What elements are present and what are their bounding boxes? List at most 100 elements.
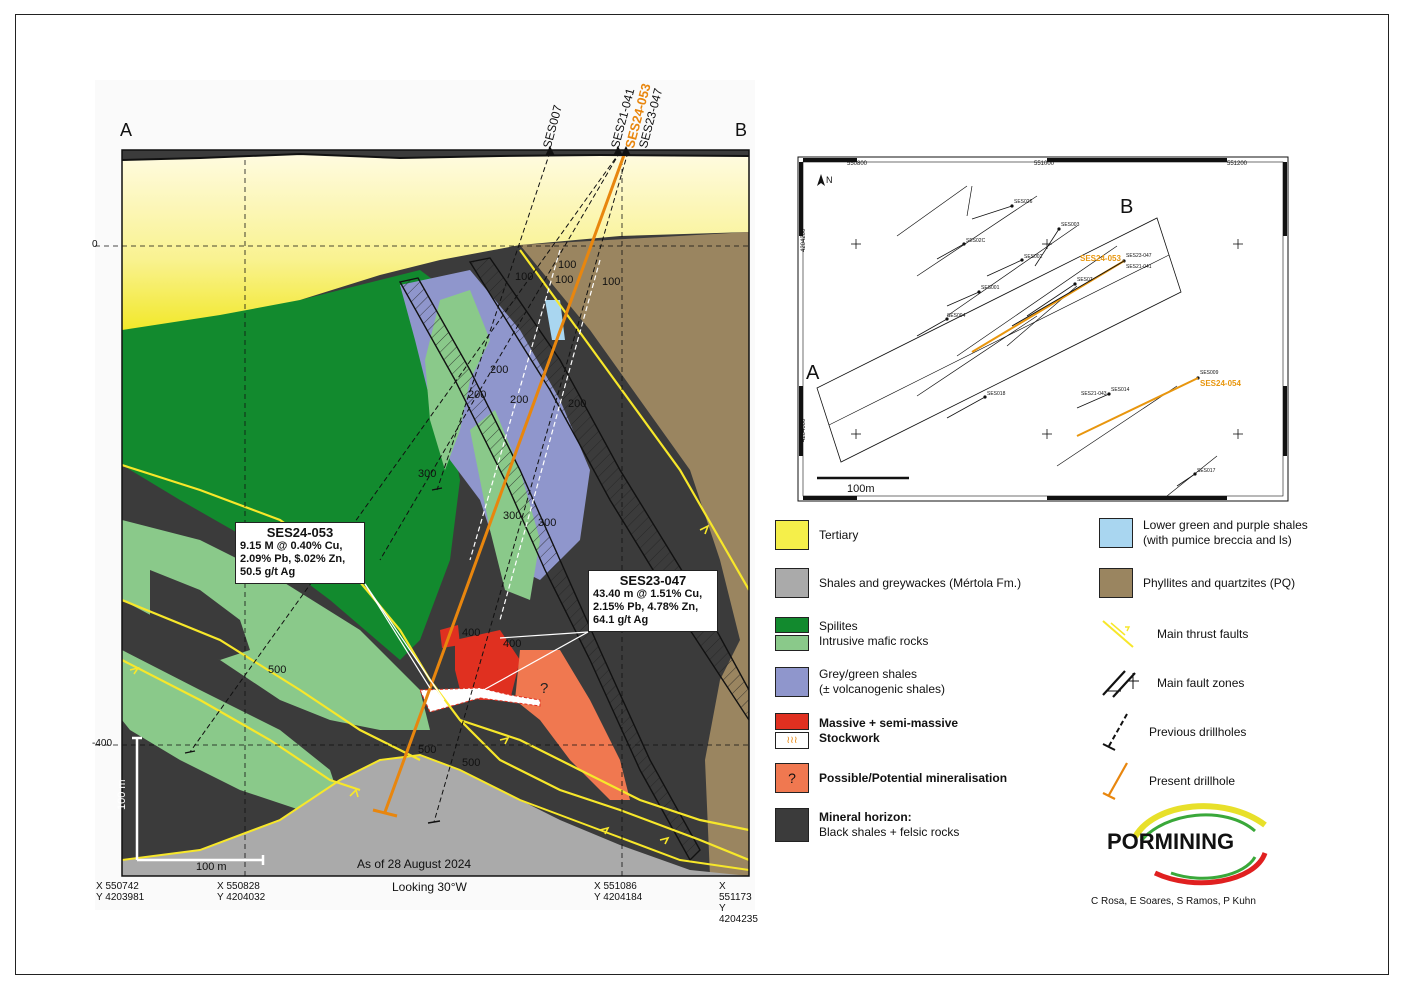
inset-inner-frame [802, 161, 1284, 497]
inset-hole-label-3: SES02C [966, 238, 986, 244]
depth-tick-200-c: 200 [510, 394, 529, 406]
thrust-arrows [129, 524, 710, 845]
hole-end-b [427, 820, 441, 824]
legend-previous-text: Previous drillholes [1149, 724, 1247, 739]
inset-north-arrow-icon [817, 174, 825, 186]
legend-spilites: Spilites Intrusive mafic rocks [775, 617, 928, 651]
legend-intrusive-fill [775, 635, 809, 651]
legend-previous-icon [1102, 713, 1128, 751]
section-end-a: A [120, 120, 133, 140]
depth-tick-300-c: 300 [538, 517, 557, 529]
legend-mineral-texts: Mineral horizon: Black shales + felsic r… [819, 810, 959, 840]
legend-grey-green-text1: Grey/green shales [819, 667, 918, 681]
legend-spilites-fill [775, 617, 809, 633]
legend-present-text: Present drillhole [1149, 773, 1236, 788]
legend-mineral-swatch [775, 808, 809, 842]
legend-grey-green: Grey/green shales (± volcanogenic shales… [775, 667, 945, 697]
inset-grid-top-3: 551200 [1227, 161, 1248, 167]
date-note: As of 28 August 2024 [357, 857, 472, 871]
legend-spilites-swatch [775, 617, 809, 651]
legend-possible-swatch: ? [775, 763, 809, 793]
callout-ses24-053-line2: 2.09% Pb, $.02% Zn, [240, 553, 346, 565]
hole-end-a [184, 750, 196, 754]
callout-ses23-047-line1: 43.40 m @ 1.51% Cu, [593, 588, 703, 600]
legend-massive-texts: Massive + semi-massive Stockwork [819, 716, 958, 746]
inset-present-hole-054 [1076, 377, 1199, 437]
legend-possible: ? Possible/Potential mineralisation [775, 763, 1007, 793]
thrust-fault-5 [459, 718, 749, 832]
depth-tick-500-a: 500 [268, 664, 287, 676]
inset-grid-left-2: 4204000 [801, 418, 807, 442]
legend: Tertiary Shales and greywackes (Mértola … [773, 515, 1373, 915]
depth-tick-400-b: 400 [503, 638, 522, 650]
callout-ses24-053-line1: 9.15 M @ 0.40% Cu, [240, 540, 343, 552]
legend-intrusive-text: Intrusive mafic rocks [819, 634, 929, 648]
coord-1-y: Y 4203981 [96, 892, 145, 903]
inset-grid-top-2: 551000 [1034, 161, 1055, 167]
looking-direction: Looking 30°W [392, 880, 467, 894]
legend-massive-text: Massive + semi-massive [819, 716, 959, 730]
callout-ses23-047-line2: 2.15% Pb, 4.78% Zn, [593, 601, 699, 613]
depth-tick-300-b: 300 [503, 510, 522, 522]
inset-hole-label-1: SES026 [1014, 199, 1033, 205]
pormining-logo: PORMINING [1105, 797, 1285, 887]
inset-faults [896, 185, 1218, 497]
legend-massive: ≀≀≀ Massive + semi-massive Stockwork [775, 713, 958, 749]
collar-ses21-041 [613, 146, 623, 156]
inset-present-label-053: SES24-053 [1080, 254, 1121, 263]
inset-section-box [816, 217, 1182, 463]
inset-grid-crosses [851, 239, 1243, 439]
legend-possible-mark: ? [788, 770, 796, 786]
inset-label-b: B [1120, 196, 1134, 218]
callout-leaders [364, 583, 589, 701]
scale-horizontal-label: 100 m [196, 861, 227, 873]
legend-fault-zones-text: Main fault zones [1157, 675, 1245, 690]
cross-section-svg [95, 146, 750, 877]
coord-4-x: X 551173 [719, 881, 752, 903]
page-frame [15, 14, 1389, 975]
legend-phyllites: Phyllites and quartzites (PQ) [1099, 568, 1295, 598]
inset-hole-label-8: SES004 [947, 313, 966, 319]
inset-hole-label-10: SES018 [987, 391, 1006, 397]
inset-grid-top-1: 550800 [847, 161, 868, 167]
inset-label-a: A [806, 362, 820, 384]
inset-prev-hole-041 [1011, 260, 1125, 327]
intrusive-band-2 [470, 410, 540, 600]
possible-mineralisation-body [515, 650, 630, 800]
inset-hole-label-6: SES23-047 [1126, 253, 1152, 259]
legend-tertiary-swatch [775, 520, 809, 550]
pormining-logo-text: PORMINING [1107, 829, 1235, 854]
depth-tick-100-a: 100 [515, 271, 534, 283]
depth-label-0: 0 [92, 239, 98, 250]
legend-thrust: Main thrust faults [1099, 619, 1248, 649]
inset-hole-label-11: SES014 [1111, 387, 1130, 393]
coord-1-x: X 550742 [96, 881, 139, 892]
inset-north-label: N [826, 175, 833, 185]
scale-vertical-label: 100 m [116, 779, 128, 810]
inset-grid-left-1: 4204200 [801, 228, 807, 252]
legend-fault-zones-icon [1102, 670, 1139, 698]
legend-phyllites-swatch [1099, 568, 1133, 598]
callout-ses23-047: SES23-047 43.40 m @ 1.51% Cu, 2.15% Pb, … [588, 570, 718, 632]
depth-tick-400-a: 400 [462, 627, 481, 639]
depth-tick-500-b: 500 [418, 744, 437, 756]
phyllites-unit [520, 232, 749, 876]
legend-possible-text: Possible/Potential mineralisation [819, 770, 1008, 785]
depth-tick-300-a: 300 [418, 468, 437, 480]
coord-4-y: Y 4204235 [719, 903, 758, 925]
depth-tick-500-c: 500 [462, 757, 481, 769]
legend-mineral-text2: Black shales + felsic rocks [819, 825, 960, 839]
inset-present-label-054: SES24-054 [1200, 379, 1241, 388]
legend-grey-green-texts: Grey/green shales (± volcanogenic shales… [819, 667, 945, 697]
inset-hole-label-2: SES003 [1061, 222, 1080, 228]
legend-lower: Lower green and purple shales (with pumi… [1099, 518, 1308, 548]
legend-massive-swatch: ≀≀≀ [775, 713, 809, 749]
inset-frame [797, 156, 1289, 502]
inset-hole-label-13: SES017 [1197, 468, 1216, 474]
callout-ses23-047-line3: 64.1 g/t Ag [593, 614, 649, 626]
inset-hole-label-12: SES21-043 [1081, 391, 1107, 397]
legend-shales: Shales and greywackes (Mértola Fm.) [775, 568, 1021, 598]
legend-mineral: Mineral horizon: Black shales + felsic r… [775, 808, 959, 842]
